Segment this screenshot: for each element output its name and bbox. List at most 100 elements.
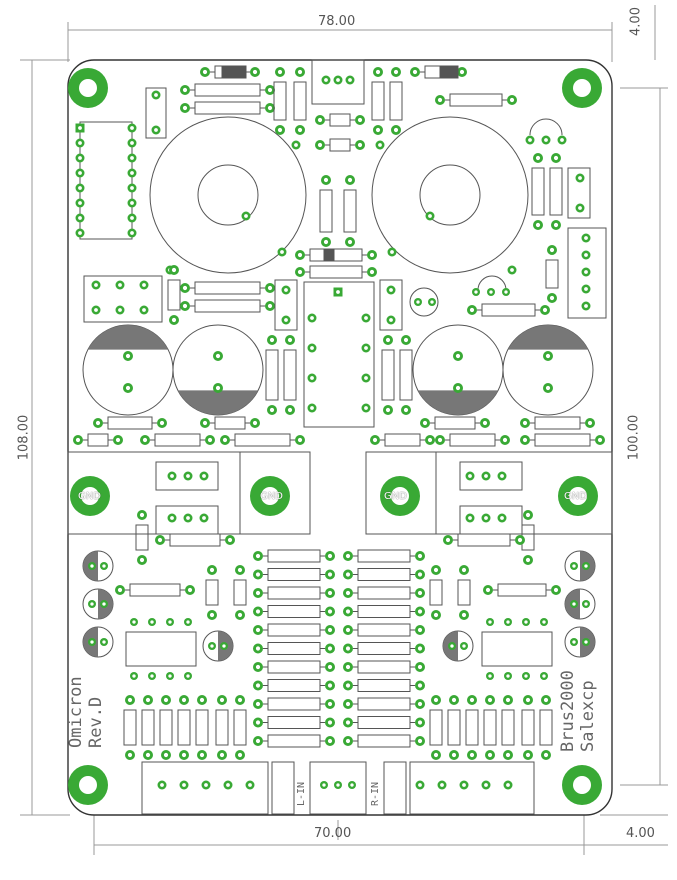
conn-input <box>309 761 367 815</box>
res-row-5-pad-a-drill <box>222 437 228 443</box>
board-author-1: Brus2000 <box>558 670 578 752</box>
board-author-2: Salexcp <box>578 680 598 752</box>
dip-top-left-body <box>79 121 133 240</box>
oa-l-t1-drill <box>150 620 154 624</box>
tr-tr-1-drill <box>528 138 532 142</box>
res-top-v1-body <box>273 81 287 121</box>
conn-right-pin-4-drill <box>584 304 588 308</box>
elcap-3-band <box>417 390 499 415</box>
relay-r3-drill <box>364 406 368 410</box>
reg-lt-0-drill <box>170 474 174 478</box>
res-row-4-pad-a-drill <box>202 420 208 426</box>
res-top-v3-pad-b-drill <box>375 127 381 133</box>
dip-top-left-pin-l4-drill <box>78 186 82 190</box>
ladder-l-2-pad-b-drill <box>327 590 333 596</box>
bot-l-5-pad-a-drill <box>219 697 225 703</box>
res-tr-v2-body <box>549 167 563 216</box>
bot-r-3-pad-a-drill <box>487 697 493 703</box>
ladder-l-4-pad-a-drill <box>255 627 261 633</box>
bot-r-2-pad-a-drill <box>469 697 475 703</box>
gnd-pad-3-drill <box>391 487 409 505</box>
res-opl-pad-a-drill <box>117 587 123 593</box>
dip-top-left-pin-r3-drill <box>130 171 134 175</box>
sc-6-pad-a-drill <box>572 602 576 606</box>
res-tr-v2-pad-a-drill <box>553 155 559 161</box>
res-row-9-pad-b-drill <box>587 420 593 426</box>
mount-hole-tl-drill <box>79 79 97 97</box>
tr-tr-3-drill <box>560 138 564 142</box>
oa-l-t2-drill <box>168 620 172 624</box>
res-top-v3-body <box>371 81 385 121</box>
sc-3-pad-a-drill <box>90 640 94 644</box>
res-cap-v3-pad-a-drill <box>385 337 391 343</box>
diode-top-2-band <box>439 65 459 79</box>
bot-r-4-pad-a-drill <box>505 697 511 703</box>
oa-r-t3-drill <box>542 620 546 624</box>
elcap-4-n-drill <box>545 385 551 391</box>
elcap-1-p-drill <box>125 353 131 359</box>
elcap-1-n-drill <box>125 385 131 391</box>
oa-l-b3-drill <box>186 674 190 678</box>
res-top-1-pad-a-drill <box>182 87 188 93</box>
bot-l-0-body <box>123 709 137 746</box>
ladder-r-5-pad-a-drill <box>345 646 351 651</box>
trimmer-tr <box>567 167 591 219</box>
tmid-1-drill <box>474 290 478 294</box>
res-cap-v1-pad-a-drill <box>269 337 275 343</box>
res-cap-v2-body <box>283 349 297 401</box>
mount-hole-br-drill <box>573 776 591 794</box>
diode-low-l-pad-a-drill <box>139 512 145 518</box>
conn-right-pin-1-drill <box>584 253 588 257</box>
res-opr-pad-b-drill <box>553 587 559 593</box>
res-tr-v1-pad-a-drill <box>535 155 541 161</box>
res-opl-pad-b-drill <box>187 587 193 593</box>
ladder-l-7-pad-a-drill <box>255 683 261 688</box>
relay-r1-drill <box>364 346 368 350</box>
board-revision: Rev.D <box>86 696 106 748</box>
bot-l-4-pad-a-drill <box>199 697 205 703</box>
transistor-tr <box>529 118 563 136</box>
res-cap-v2-pad-a-drill <box>287 337 293 343</box>
res-top-v2-pad-b-drill <box>297 127 303 133</box>
res-low-l-pad-a-drill <box>157 537 163 543</box>
gnd-pad-2-drill <box>261 487 279 505</box>
right-input-label: R-IN <box>370 781 381 806</box>
dip-top-left-pin-r0-drill <box>130 126 134 130</box>
diode-low-l-pad-b-drill <box>139 557 145 563</box>
res-low-v2-pad-a-drill <box>237 567 243 573</box>
relay-l3-drill <box>310 406 314 410</box>
ladder-r-4-pad-b-drill <box>417 627 423 633</box>
trimmer-mid-r <box>379 279 403 331</box>
mount-hole-bl-drill <box>79 776 97 794</box>
bridge-l-a0-drill <box>94 283 98 287</box>
ladder-l-5-pad-b-drill <box>327 646 333 651</box>
ladder-l-10-pad-a-drill <box>255 738 261 744</box>
reg-rt-1-drill <box>484 474 488 478</box>
bot-l-5-body <box>215 709 229 746</box>
ladder-l-9-pad-a-drill <box>255 720 261 725</box>
cbr-0-drill <box>418 783 422 787</box>
led-mid <box>409 287 439 317</box>
res-top-v4-pad-b-drill <box>393 127 399 133</box>
res-br-l-body <box>167 279 181 311</box>
elcap-2-outline <box>172 324 264 416</box>
reg-lt-2-drill <box>202 474 206 478</box>
ladder-r-6-pad-b-drill <box>417 664 423 670</box>
oa-l-t0-drill <box>132 620 136 624</box>
res-br-l1-pad-b-drill <box>267 285 273 291</box>
res-top-1-pad-b-drill <box>267 87 273 93</box>
ladder-l-6-pad-a-drill <box>255 664 261 670</box>
res-cap-v1-pad-b-drill <box>269 407 275 413</box>
res-cap-v4-pad-a-drill <box>403 337 409 343</box>
dip-top-left-pin-l2-drill <box>78 156 82 160</box>
bot-l-6-body <box>233 709 247 746</box>
res-row-2-pad-a-drill <box>75 437 81 443</box>
res-cap-v3-body <box>381 349 395 401</box>
dip-top-left-pin-r6-drill <box>130 216 134 220</box>
relay-top-drill <box>336 290 340 294</box>
sc-8-pad-a-drill <box>450 644 454 648</box>
dip-top-left-pin-l3-drill <box>78 171 82 175</box>
ladder-l-1-pad-b-drill <box>327 572 333 577</box>
bot-r-2-pad-b-drill <box>469 752 475 758</box>
